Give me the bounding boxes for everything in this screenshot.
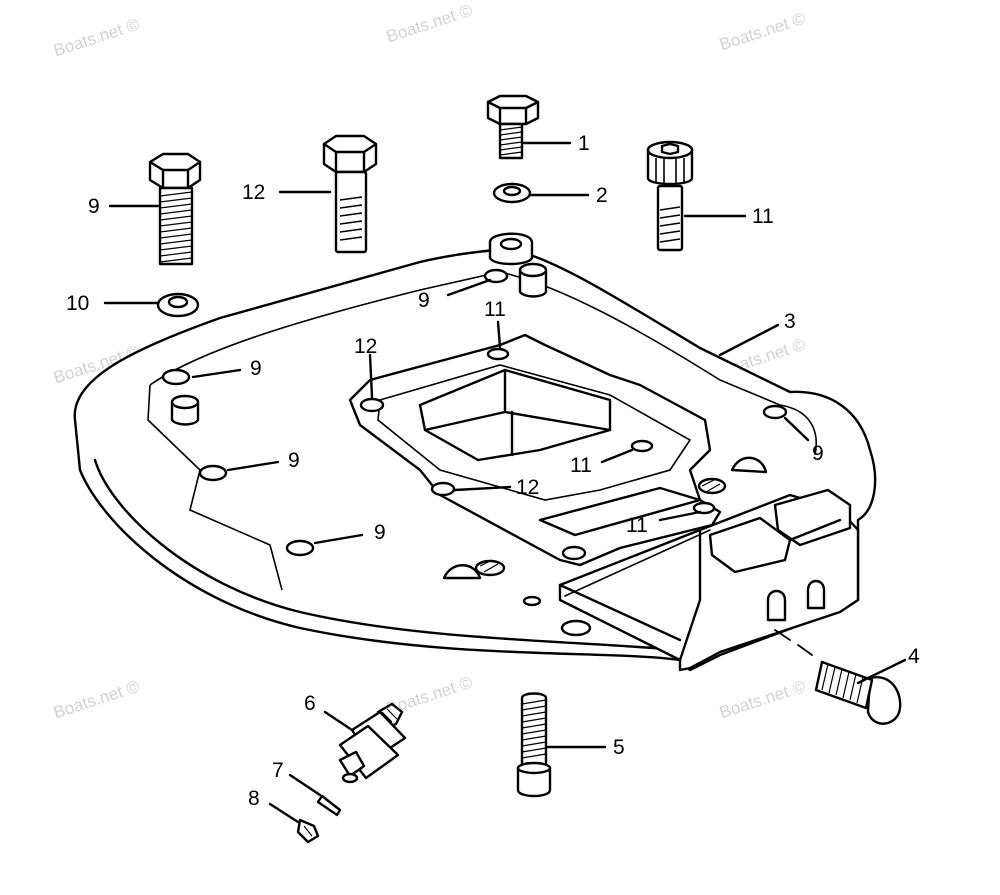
callout-10: 10 bbox=[66, 292, 90, 315]
callout-7: 7 bbox=[272, 759, 284, 782]
socket-stud-5 bbox=[516, 692, 552, 798]
callout-6: 6 bbox=[304, 692, 316, 715]
socket-screw-11 bbox=[646, 140, 694, 252]
callout-5: 5 bbox=[613, 736, 625, 759]
callout-12-bolt: 12 bbox=[242, 181, 266, 204]
hex-bolt-1 bbox=[486, 94, 540, 160]
callout-12-low-hole: 12 bbox=[516, 476, 540, 499]
callout-9-top-hole: 9 bbox=[418, 289, 430, 312]
pin-7 bbox=[316, 794, 342, 817]
callout-1: 1 bbox=[578, 132, 590, 155]
callout-2: 2 bbox=[596, 184, 608, 207]
pin-8 bbox=[296, 818, 320, 844]
hex-bolt-9 bbox=[148, 152, 202, 266]
callout-11-mid-hole: 11 bbox=[570, 454, 592, 477]
callout-3: 3 bbox=[784, 310, 796, 333]
sender-switch-6 bbox=[338, 702, 407, 784]
carriage-bolt-4 bbox=[814, 660, 902, 725]
callout-9-low-hole: 9 bbox=[374, 521, 386, 544]
washer-10 bbox=[156, 292, 200, 318]
callout-9-bolt: 9 bbox=[88, 195, 100, 218]
callout-8: 8 bbox=[248, 787, 260, 810]
lock-washer-2 bbox=[492, 182, 532, 204]
callout-11-low-hole: 11 bbox=[626, 514, 648, 537]
callout-11-top-hole: 11 bbox=[484, 298, 506, 321]
callout-12-top-hole: 12 bbox=[354, 335, 378, 358]
leader-lines bbox=[103, 141, 907, 824]
callout-9-left-hole: 9 bbox=[250, 357, 262, 380]
hex-bolt-12 bbox=[322, 134, 378, 254]
callout-11-screw: 11 bbox=[752, 205, 774, 228]
callout-4: 4 bbox=[908, 645, 920, 668]
callout-9-right-hole: 9 bbox=[812, 442, 824, 465]
adapter-plate bbox=[73, 232, 877, 672]
callout-9-mid-hole: 9 bbox=[288, 449, 300, 472]
